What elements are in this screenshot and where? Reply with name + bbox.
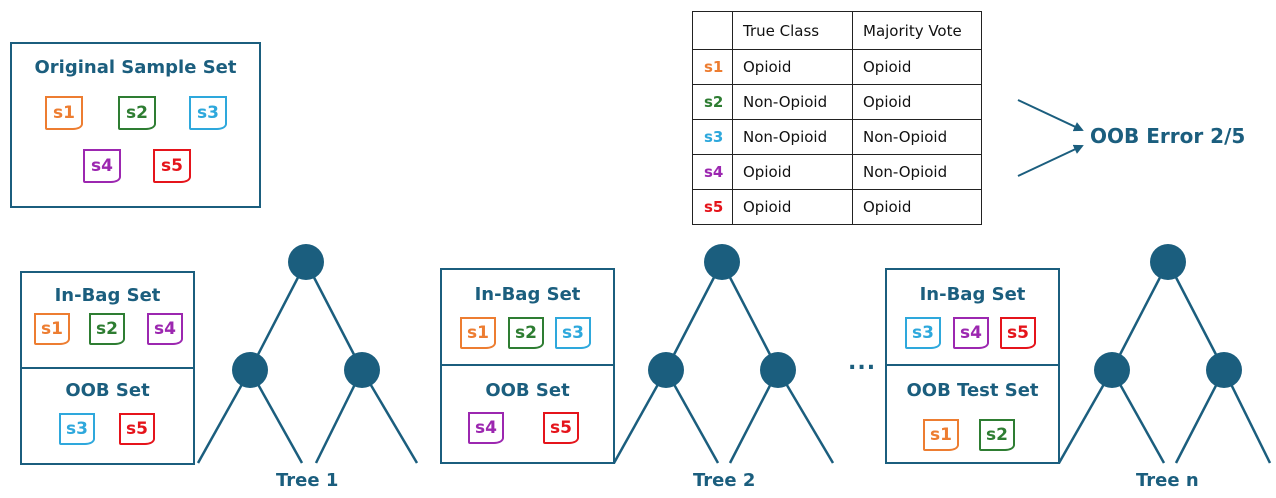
true-class-cell: Non-Opioid	[732, 119, 853, 155]
table-row: s5 Opioid Opioid	[692, 189, 982, 225]
oob-error-label: OOB Error 2/5	[1090, 124, 1246, 148]
tree2-divider	[442, 364, 613, 366]
table-row: s4 Opioid Non-Opioid	[692, 154, 982, 190]
table-header-row: True Class Majority Vote	[692, 11, 982, 50]
tree2-in-bag-chip-2: s2	[508, 317, 544, 349]
treen-divider	[887, 364, 1058, 366]
majority-vote-cell: Opioid	[852, 189, 982, 225]
row-id-s2: s2	[692, 84, 733, 120]
majority-vote-cell: Opioid	[852, 84, 982, 120]
sample-chip-s1: s1	[45, 96, 83, 130]
sample-chip-s5: s5	[153, 149, 191, 183]
tree-2-nodes	[648, 244, 796, 388]
treen-in-bag-chip-2: s4	[953, 317, 989, 349]
row-id-s1: s1	[692, 49, 733, 85]
original-sample-set-title: Original Sample Set	[34, 57, 237, 78]
row-id-s4: s4	[692, 154, 733, 190]
tree1-divider	[22, 367, 193, 369]
tree2-oob-chip-2: s5	[543, 412, 579, 444]
true-class-cell: Opioid	[732, 154, 853, 190]
table-row: s3 Non-Opioid Non-Opioid	[692, 119, 982, 155]
true-class-cell: Non-Opioid	[732, 84, 853, 120]
tree-2-label: Tree 2	[693, 470, 756, 491]
tree2-in-bag-chip-3: s3	[555, 317, 591, 349]
tree2-in-bag-title: In-Bag Set	[474, 284, 581, 305]
tree2-oob-chip-1: s4	[468, 412, 504, 444]
tree1-in-bag-chip-1: s1	[34, 313, 70, 345]
sample-chip-s4: s4	[83, 149, 121, 183]
majority-vote-cell: Opioid	[852, 49, 982, 85]
tree1-oob-title: OOB Set	[65, 380, 150, 401]
table-header-true-class: True Class	[732, 11, 853, 50]
treen-oob-chip-1: s1	[923, 419, 959, 451]
original-sample-set-box: Original Sample Set s1 s2 s3 s4 s5	[10, 42, 261, 208]
tree2-set-box: In-Bag Set s1 s2 s3 OOB Set s4 s5	[440, 268, 615, 464]
tree1-oob-chip-2: s5	[119, 413, 155, 445]
tree-n-nodes	[1094, 244, 1242, 388]
treen-oob-chip-2: s2	[979, 419, 1015, 451]
tree2-in-bag-chip-1: s1	[460, 317, 496, 349]
tree1-in-bag-title: In-Bag Set	[54, 285, 161, 306]
sample-chip-s2: s2	[118, 96, 156, 130]
tree1-set-box: In-Bag Set s1 s2 s4 OOB Set s3 s5	[20, 271, 195, 465]
treen-in-bag-chip-3: s5	[1000, 317, 1036, 349]
tree1-in-bag-chip-2: s2	[89, 313, 125, 345]
true-class-cell: Opioid	[732, 49, 853, 85]
treen-in-bag-chip-1: s3	[905, 317, 941, 349]
table-header-majority-vote: Majority Vote	[852, 11, 982, 50]
majority-vote-cell: Non-Opioid	[852, 154, 982, 190]
tree-n-label: Tree n	[1136, 470, 1199, 491]
majority-vote-cell: Non-Opioid	[852, 119, 982, 155]
arrow-s2-to-error	[1017, 99, 1084, 132]
row-id-s5: s5	[692, 189, 733, 225]
arrow-s4-to-error	[1017, 144, 1084, 177]
table-header-id	[692, 11, 733, 50]
treen-set-box: In-Bag Set s3 s4 s5 OOB Test Set s1 s2	[885, 268, 1060, 464]
tree-1-graph	[196, 261, 419, 464]
true-class-cell: Opioid	[732, 189, 853, 225]
ellipsis: ...	[848, 350, 877, 375]
tree2-oob-title: OOB Set	[485, 380, 570, 401]
treen-in-bag-title: In-Bag Set	[919, 284, 1026, 305]
tree1-in-bag-chip-3: s4	[147, 313, 183, 345]
majority-vote-table: True Class Majority Vote s1 Opioid Opioi…	[692, 11, 982, 225]
treen-oob-title: OOB Test Set	[906, 380, 1039, 401]
row-id-s3: s3	[692, 119, 733, 155]
tree-1-label: Tree 1	[276, 470, 339, 491]
table-row: s1 Opioid Opioid	[692, 49, 982, 85]
sample-chip-s3: s3	[189, 96, 227, 130]
tree-1-nodes	[232, 244, 380, 388]
tree1-oob-chip-1: s3	[59, 413, 95, 445]
table-row: s2 Non-Opioid Opioid	[692, 84, 982, 120]
tree-2-graph	[612, 261, 835, 464]
